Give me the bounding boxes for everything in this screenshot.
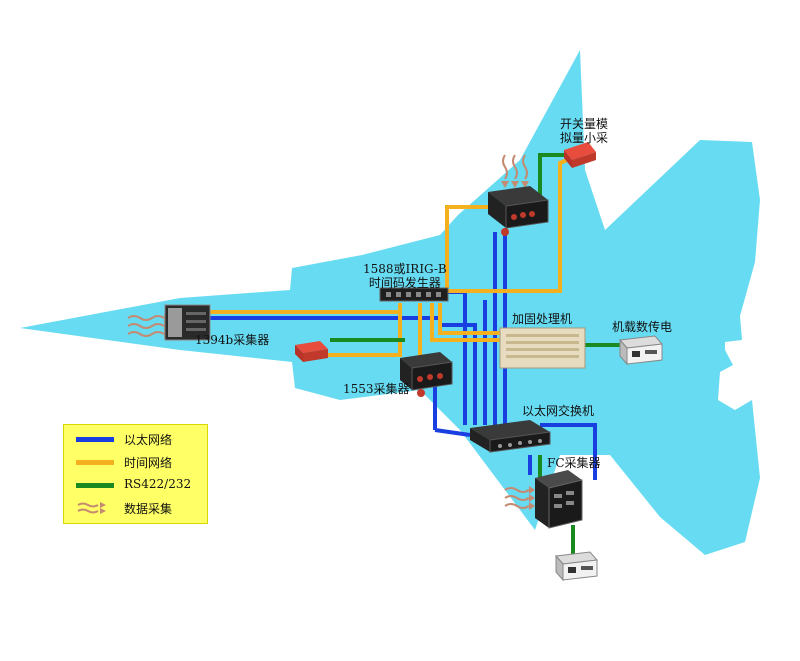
fc-collector-device [535, 470, 583, 529]
label-ethernet-switch: 以太网交换机 [522, 404, 595, 418]
label-switch-analog: 开关量模 拟量小采 [560, 117, 608, 145]
top-collector-device [488, 186, 549, 236]
label-switch-analog-line1: 开关量模 [560, 117, 609, 131]
switch-analog-collector-device [564, 142, 596, 168]
label-irig-generator-line1: 1588或IRIG-B [363, 262, 447, 276]
collector-1553-device [400, 352, 453, 397]
label-irig-generator-line2: 时间码发生器 [368, 276, 441, 290]
label-switch-analog-line2: 拟量小采 [560, 131, 609, 145]
legend-label-time: 时间网络 [124, 456, 173, 470]
legend-item-ethernet: 以太网络 [64, 429, 207, 449]
label-collector-1553: 1553采集器 [343, 382, 410, 396]
aircraft-silhouette [20, 50, 760, 555]
label-airborne-datalink: 机载数传电 [612, 320, 673, 334]
label-collector-1394b: 1394b采集器 [195, 333, 270, 347]
irig-generator-device [379, 287, 449, 302]
time-links [200, 158, 568, 360]
label-fc-collector: FC采集器 [547, 456, 601, 470]
legend-swatch-serial [76, 483, 114, 488]
data-acquisition-arrows [127, 154, 530, 509]
legend-label-ethernet: 以太网络 [124, 433, 173, 447]
legend-swatch-ethernet [76, 437, 114, 442]
legend-item-data: 数据采集 [64, 498, 207, 518]
legend-arrows-icon [77, 502, 106, 514]
collector-1394b-device [164, 304, 211, 341]
ethernet-switch-device [470, 420, 551, 453]
legend-label-serial: RS422/232 [124, 477, 192, 491]
legend-item-serial: RS422/232 [64, 475, 207, 495]
collector-1553-red-box [295, 341, 328, 362]
legend-label-data: 数据采集 [124, 502, 173, 516]
legend-swatch-time [76, 460, 114, 465]
rugged-processor-device [499, 327, 586, 369]
fc-datalink-device [554, 551, 599, 582]
label-rugged-processor: 加固处理机 [512, 312, 573, 326]
label-irig-generator: 1588或IRIG-B 时间码发生器 [363, 262, 447, 290]
airborne-datalink-device [618, 335, 664, 366]
legend-item-time: 时间网络 [64, 452, 207, 472]
serial-links [330, 153, 625, 555]
legend: 以太网络 时间网络 RS422/232 数据采集 [63, 424, 208, 524]
